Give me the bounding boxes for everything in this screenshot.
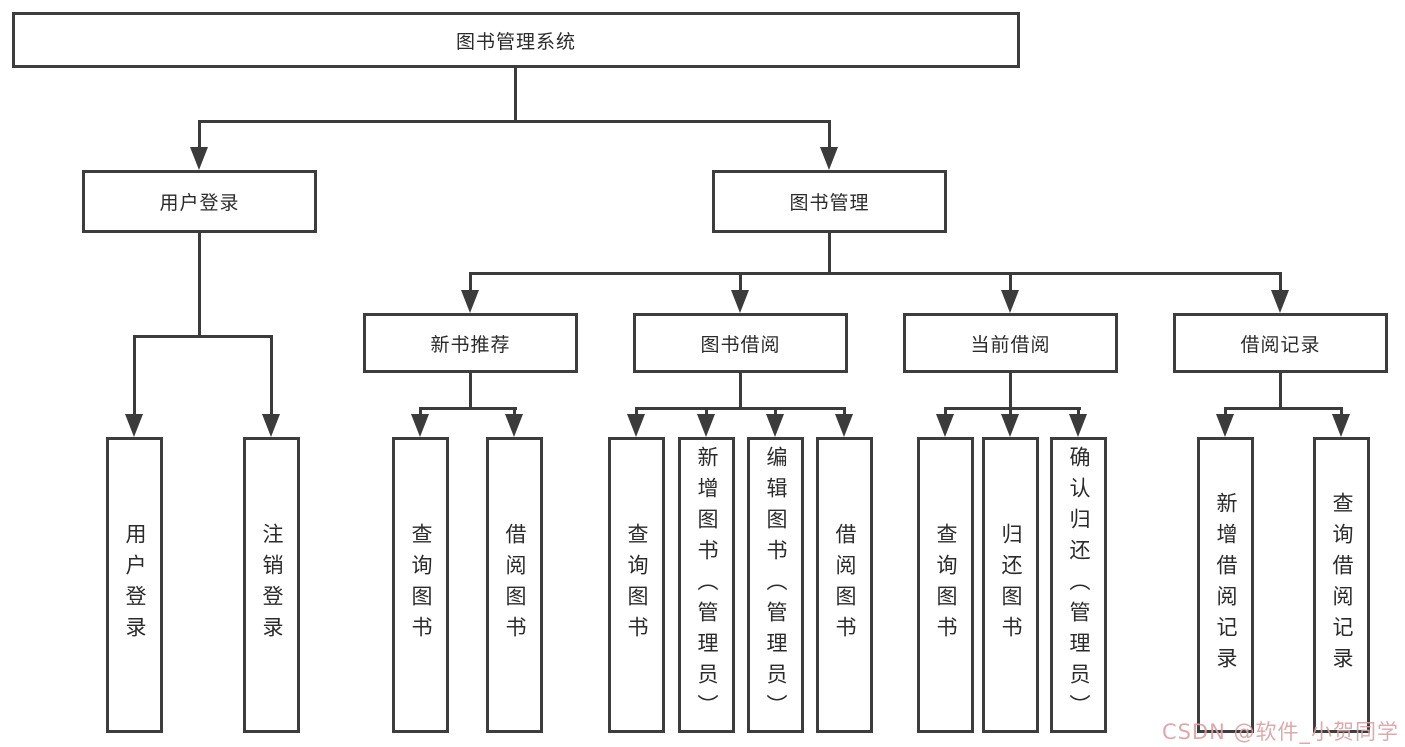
- edge-book-management-stem: [828, 233, 831, 275]
- arrowhead-bb-borrow: [835, 414, 853, 437]
- edge-current-borrowing-drop: [1009, 272, 1012, 292]
- arrowhead-cb-query: [936, 414, 954, 437]
- leaf-current-confirm-return-admin-label: 确认归还（管理员）: [1067, 445, 1091, 725]
- arrowhead-book-borrowing: [731, 290, 749, 313]
- edge-bb-add-drop: [705, 407, 708, 416]
- leaf-borrow-add-books-admin-label: 新增图书（管理员）: [695, 445, 719, 725]
- arrowhead-nb-query: [411, 414, 429, 437]
- edge-new-book-drop: [469, 272, 472, 292]
- leaf-borrow-edit-books-admin: 编辑图书（管理员）: [747, 437, 804, 733]
- arrowhead-book-management: [820, 147, 838, 170]
- arrowhead-leaf-logout: [262, 414, 280, 437]
- leaf-current-confirm-return-admin: 确认归还（管理员）: [1050, 437, 1107, 733]
- edge-nb-query-drop: [419, 407, 422, 416]
- leaf-records-query-record-label: 查询借阅记录: [1330, 492, 1354, 678]
- edge-borrow-records-drop: [1279, 272, 1282, 292]
- edge-book-borrowing-stem: [739, 373, 742, 410]
- edge-current-borrowing-hbar: [944, 407, 1081, 410]
- leaf-records-query-record: 查询借阅记录: [1313, 437, 1370, 733]
- node-user-login: 用户登录: [82, 170, 317, 233]
- arrowhead-borrow-records: [1271, 290, 1289, 313]
- edge-bb-edit-drop: [774, 407, 777, 416]
- arrowhead-new-book-recommend: [461, 290, 479, 313]
- leaf-newbook-query-books: 查询图书: [392, 437, 449, 733]
- leaf-newbook-borrow-books-label: 借阅图书: [503, 523, 527, 647]
- edge-root-hbar: [198, 120, 831, 123]
- leaf-current-query-books: 查询图书: [917, 437, 974, 733]
- leaf-borrow-query-books-label: 查询图书: [625, 523, 649, 647]
- edge-bb-borrow-drop: [843, 407, 846, 416]
- edge-leaf-logout-drop: [270, 335, 273, 414]
- leaf-newbook-query-books-label: 查询图书: [409, 523, 433, 647]
- leaf-borrow-query-books: 查询图书: [608, 437, 665, 733]
- leaf-current-query-books-label: 查询图书: [934, 523, 958, 647]
- leaf-borrow-add-books-admin: 新增图书（管理员）: [678, 437, 735, 733]
- leaf-user-login: 用户登录: [106, 437, 163, 733]
- arrowhead-nb-borrow: [505, 414, 523, 437]
- edge-rec-query-drop: [1340, 407, 1343, 416]
- edge-new-book-hbar: [419, 407, 517, 410]
- edge-cb-return-drop: [1009, 407, 1012, 416]
- leaf-user-login-label: 用户登录: [123, 523, 147, 647]
- leaf-borrow-borrow-books-label: 借阅图书: [833, 523, 857, 647]
- edge-borrow-records-stem: [1279, 373, 1282, 410]
- edge-book-borrowing-hbar: [635, 407, 846, 410]
- node-book-borrowing: 图书借阅: [633, 313, 848, 373]
- edge-nb-borrow-drop: [513, 407, 516, 416]
- edge-level3-hbar: [469, 272, 1282, 275]
- arrowhead-user-login: [190, 147, 208, 170]
- node-current-borrowing: 当前借阅: [903, 313, 1118, 373]
- arrowhead-bb-edit: [766, 414, 784, 437]
- leaf-logout: 注销登录: [243, 437, 300, 733]
- edge-leaf-user-login-drop: [133, 335, 136, 414]
- leaf-current-return-books: 归还图书: [982, 437, 1039, 733]
- edge-root-stem: [514, 68, 517, 123]
- edge-user-login-drop: [198, 120, 201, 147]
- edge-user-login-stem: [198, 233, 201, 335]
- arrowhead-cb-confirm: [1069, 414, 1087, 437]
- leaf-records-add-record-label: 新增借阅记录: [1214, 492, 1238, 678]
- node-new-book-recommend: 新书推荐: [363, 313, 578, 373]
- arrowhead-current-borrowing: [1001, 290, 1019, 313]
- leaf-records-add-record: 新增借阅记录: [1197, 437, 1254, 733]
- leaf-logout-label: 注销登录: [260, 523, 284, 647]
- leaf-borrow-edit-books-admin-label: 编辑图书（管理员）: [764, 445, 788, 725]
- leaf-newbook-borrow-books: 借阅图书: [486, 437, 543, 733]
- leaf-borrow-borrow-books: 借阅图书: [816, 437, 873, 733]
- edge-new-book-stem: [469, 373, 472, 410]
- node-library-management-system: 图书管理系统: [12, 12, 1020, 68]
- arrowhead-rec-add: [1216, 414, 1234, 437]
- edge-bb-query-drop: [635, 407, 638, 416]
- edge-book-management-drop: [828, 120, 831, 147]
- arrowhead-cb-return: [1001, 414, 1019, 437]
- arrowhead-bb-add: [697, 414, 715, 437]
- edge-borrow-records-hbar: [1224, 407, 1343, 410]
- edge-cb-query-drop: [944, 407, 947, 416]
- arrowhead-rec-query: [1332, 414, 1350, 437]
- edge-user-login-hbar: [133, 335, 273, 338]
- arrowhead-leaf-user-login: [125, 414, 143, 437]
- node-book-management: 图书管理: [712, 170, 947, 233]
- edge-cb-confirm-drop: [1077, 407, 1080, 416]
- edge-current-borrowing-stem: [1009, 373, 1012, 410]
- edge-rec-add-drop: [1224, 407, 1227, 416]
- node-borrow-records: 借阅记录: [1173, 313, 1388, 373]
- leaf-current-return-books-label: 归还图书: [999, 523, 1023, 647]
- edge-book-borrowing-drop: [739, 272, 742, 292]
- arrowhead-bb-query: [627, 414, 645, 437]
